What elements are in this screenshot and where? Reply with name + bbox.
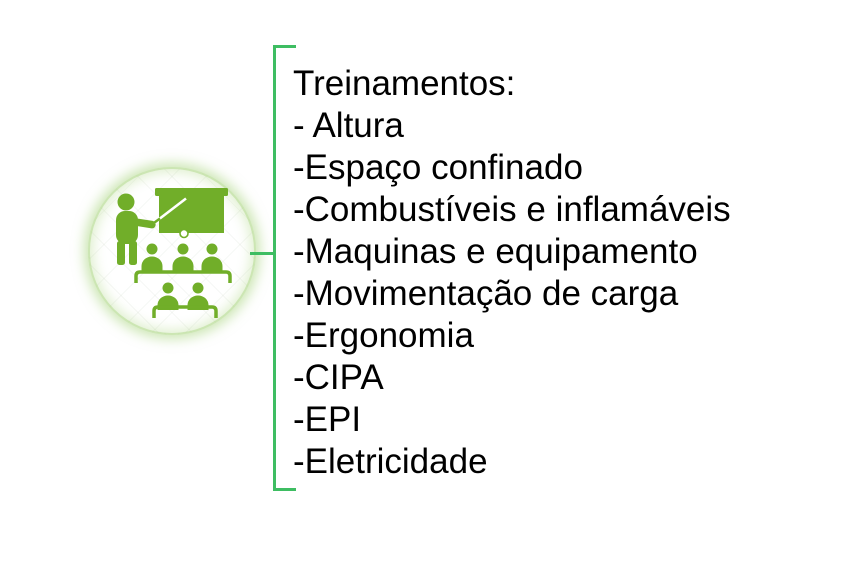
left-bracket: [273, 45, 296, 491]
training-item: -Movimentação de carga: [293, 274, 679, 313]
connector-line: [250, 252, 275, 255]
training-item: -EPI: [293, 400, 362, 439]
training-item: -Maquinas e equipamento: [293, 232, 698, 271]
training-icon-circle: [88, 167, 256, 335]
training-item: - Altura: [293, 106, 404, 145]
classroom-training-icon: [116, 188, 232, 318]
training-item: -CIPA: [293, 358, 384, 397]
training-item: -Combustíveis e inflamáveis: [293, 190, 731, 229]
training-item: -Eletricidade: [293, 442, 488, 481]
training-item: -Espaço confinado: [293, 148, 583, 187]
training-title: Treinamentos:: [293, 64, 516, 103]
training-list: Treinamentos: - Altura -Espaço confinado…: [293, 63, 731, 483]
training-item: -Ergonomia: [293, 316, 474, 355]
